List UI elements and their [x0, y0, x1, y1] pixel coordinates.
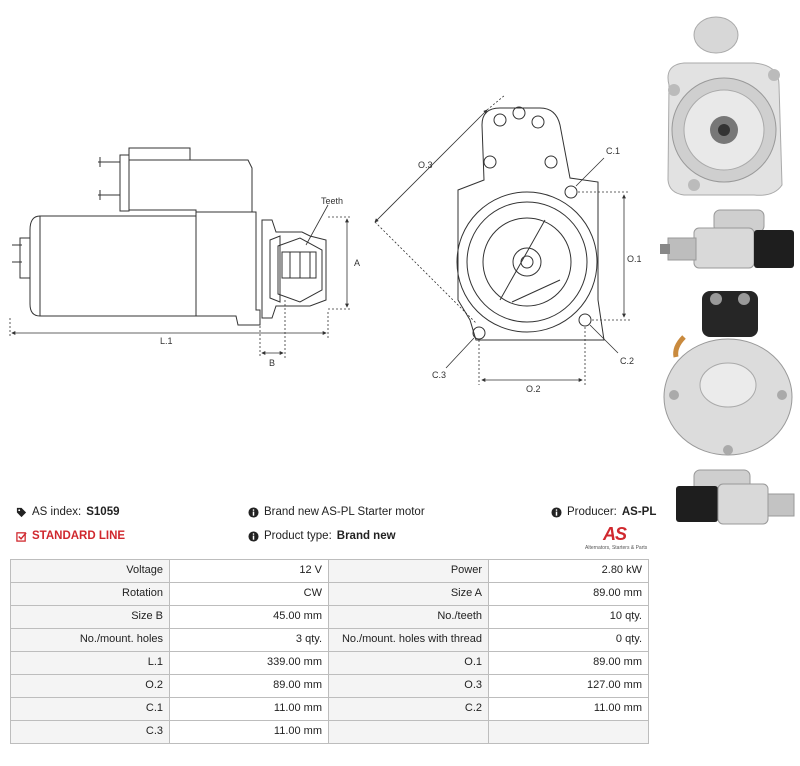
spec-label-cell: O.1 — [328, 651, 489, 675]
spec-value-cell: 89.00 mm — [169, 674, 329, 698]
info-icon — [551, 506, 562, 518]
spec-label-cell: C.2 — [328, 697, 489, 721]
spec-value-cell: 0 qty. — [488, 628, 649, 652]
spec-value-cell: 2.80 kW — [488, 559, 649, 583]
spec-label-cell: No./mount. holes — [10, 628, 170, 652]
dimension-o3-label: O.3 — [418, 160, 433, 170]
side-dimensions — [9, 204, 350, 358]
front-view — [456, 106, 605, 341]
dimension-c2-label: C.2 — [620, 356, 634, 366]
spec-value-cell — [488, 720, 649, 744]
teeth-label: Teeth — [321, 196, 343, 206]
spec-label-cell: Size A — [328, 582, 489, 606]
spec-label-cell: O.2 — [10, 674, 170, 698]
spec-label-cell: Power — [328, 559, 489, 583]
producer-value: AS-PL — [621, 506, 657, 518]
as-index-label: AS index: — [32, 506, 82, 518]
logo-mark: AS — [603, 524, 627, 544]
dimension-l1-label: L.1 — [160, 336, 173, 346]
product-info: AS index: S1059 STANDARD LINE Brand new … — [0, 500, 660, 560]
product-photo-gallery — [654, 0, 800, 530]
front-dimensions — [374, 94, 630, 385]
spec-label-cell: Size B — [10, 605, 170, 629]
spec-value-cell: 45.00 mm — [169, 605, 329, 629]
spec-value-cell: 339.00 mm — [169, 651, 329, 675]
spec-label-cell: C.3 — [10, 720, 170, 744]
checkbox-icon — [16, 531, 27, 542]
standard-line-label: STANDARD LINE — [32, 530, 126, 542]
info-icon — [248, 530, 259, 542]
spec-label-cell: C.1 — [10, 697, 170, 721]
product-photo-side-1[interactable] — [654, 206, 800, 280]
product-type-label: Product type: — [264, 530, 332, 542]
spec-value-cell: 3 qty. — [169, 628, 329, 652]
spec-value-cell: 11.00 mm — [169, 720, 329, 744]
dimension-a-label: A — [354, 258, 360, 268]
dimension-o2-label: O.2 — [526, 384, 541, 394]
dimension-o1-label: O.1 — [627, 254, 642, 264]
spec-label-cell: Rotation — [10, 582, 170, 606]
product-photo-rear[interactable] — [654, 285, 800, 460]
spec-value-cell: 89.00 mm — [488, 651, 649, 675]
as-pl-logo: AS Alternators, Starters & Parts — [585, 524, 651, 552]
spec-value-cell: 127.00 mm — [488, 674, 649, 698]
product-photo-front[interactable] — [654, 5, 800, 200]
dimension-b-label: B — [269, 358, 275, 368]
spec-label-cell: O.3 — [328, 674, 489, 698]
as-index-value: S1059 — [86, 506, 120, 518]
description-text: Brand new AS-PL Starter motor — [264, 506, 425, 518]
info-icon — [248, 506, 259, 518]
spec-value-cell: 11.00 mm — [169, 697, 329, 721]
technical-drawing: Teeth A L.1 B O.3 C.1 O.1 C.3 — [9, 94, 642, 394]
standard-line: STANDARD LINE — [16, 530, 125, 542]
spec-label-cell: No./teeth — [328, 605, 489, 629]
spec-value-cell: 10 qty. — [488, 605, 649, 629]
side-view — [12, 147, 327, 326]
dimension-c3-label: C.3 — [432, 370, 446, 380]
spec-value-cell: CW — [169, 582, 329, 606]
spec-label-cell: No./mount. holes with thread — [328, 628, 489, 652]
dimension-c1-label: C.1 — [606, 146, 620, 156]
spec-value-cell: 89.00 mm — [488, 582, 649, 606]
description: Brand new AS-PL Starter motor — [248, 506, 425, 518]
spec-value-cell: 12 V — [169, 559, 329, 583]
as-index: AS index: S1059 — [16, 506, 120, 518]
producer-label: Producer: — [567, 506, 617, 518]
tag-icon — [16, 507, 27, 517]
spec-label-cell: L.1 — [10, 651, 170, 675]
product-type: Product type: Brand new — [248, 530, 396, 542]
spec-label-cell — [328, 720, 489, 744]
product-type-value: Brand new — [336, 530, 396, 542]
producer: Producer: AS-PL — [551, 506, 656, 518]
product-photo-side-2[interactable] — [654, 466, 800, 530]
spec-label-cell: Voltage — [10, 559, 170, 583]
logo-tagline: Alternators, Starters & Parts — [585, 545, 648, 551]
spec-value-cell: 11.00 mm — [488, 697, 649, 721]
